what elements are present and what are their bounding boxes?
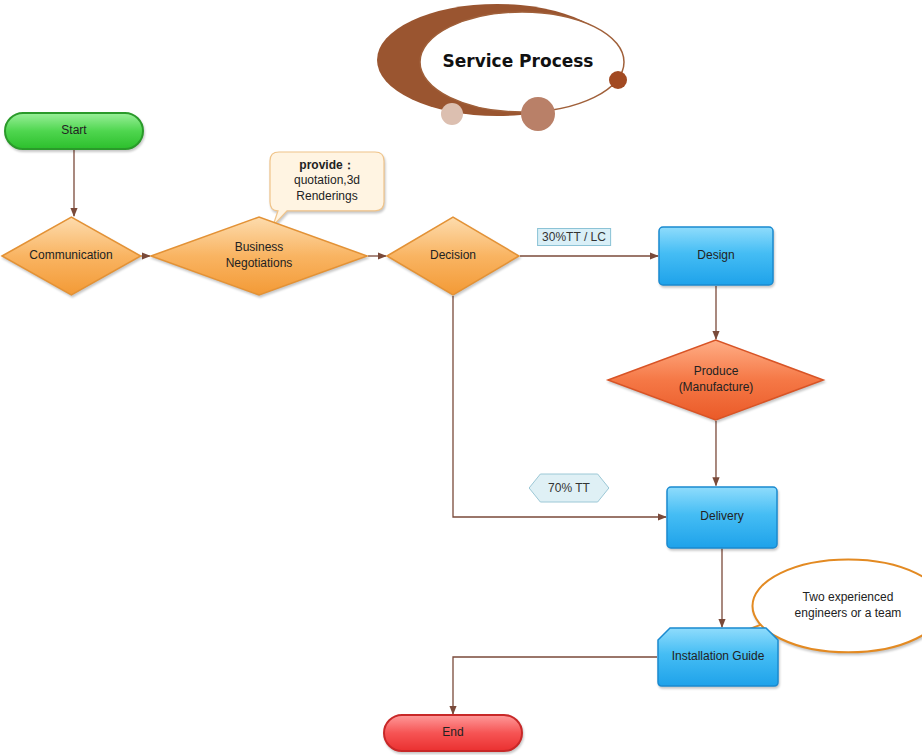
node-text: quotation,3d Renderings: [277, 173, 377, 204]
decision-diamond: Produce (Manufacture): [607, 339, 824, 421]
node-label: Communication: [29, 248, 112, 264]
process-box: Installation Guide: [657, 627, 779, 687]
end-terminal: End: [383, 714, 523, 752]
node-text: Delivery: [700, 509, 743, 525]
flow-arrow: [73, 150, 74, 216]
process-box: Design: [658, 226, 774, 286]
node-label: Two experienced engineers or a team: [793, 590, 903, 621]
node-text: Produce (Manufacture): [670, 364, 762, 395]
note-callout: provide：quotation,3d Renderings: [269, 151, 385, 212]
process-box: Delivery: [666, 486, 778, 549]
node-label: Start: [61, 123, 86, 139]
title-dot: [609, 71, 627, 89]
node-label: Design: [697, 248, 734, 264]
flow-arrow: [520, 255, 658, 256]
flow-arrow: [453, 296, 666, 517]
title-ellipse: [420, 12, 624, 112]
edge-label: 70% TT: [548, 481, 590, 495]
payment-tag: 30%TT / LC: [537, 228, 611, 246]
node-label: provide：quotation,3d Renderings: [277, 158, 377, 205]
decision-diamond: Communication: [1, 216, 142, 296]
node-label: End: [442, 725, 463, 741]
payment-diamond: 70% TT: [528, 473, 610, 503]
flow-arrow: [368, 255, 386, 256]
node-label: Produce (Manufacture): [670, 364, 762, 395]
diagram-title: Service Process: [443, 51, 594, 71]
node-label: Decision: [430, 248, 476, 264]
flow-arrow: [453, 657, 657, 714]
node-text: Installation Guide: [672, 649, 765, 665]
node-label: Business Negotiations: [214, 240, 304, 271]
title-dot: [521, 97, 555, 131]
node-text: Communication: [29, 248, 112, 264]
node-text: Business Negotiations: [214, 240, 304, 271]
flow-arrow: [141, 255, 150, 256]
start-terminal: Start: [4, 112, 144, 150]
flow-arrow: [715, 421, 716, 486]
node-label: Installation Guide: [672, 649, 765, 665]
node-text: Two experienced engineers or a team: [793, 590, 903, 621]
node-label: Delivery: [700, 509, 743, 525]
node-text: Design: [697, 248, 734, 264]
title-dot: [441, 103, 463, 125]
decision-diamond: Decision: [386, 216, 520, 296]
flow-arrow: [715, 286, 716, 339]
flow-arrow: [721, 549, 722, 628]
node-text: Decision: [430, 248, 476, 264]
node-text: End: [442, 725, 463, 741]
node-text: provide：: [277, 158, 377, 174]
edge-label: 30%TT / LC: [542, 230, 606, 244]
node-text: Start: [61, 123, 86, 139]
decision-diamond: Business Negotiations: [150, 216, 368, 296]
